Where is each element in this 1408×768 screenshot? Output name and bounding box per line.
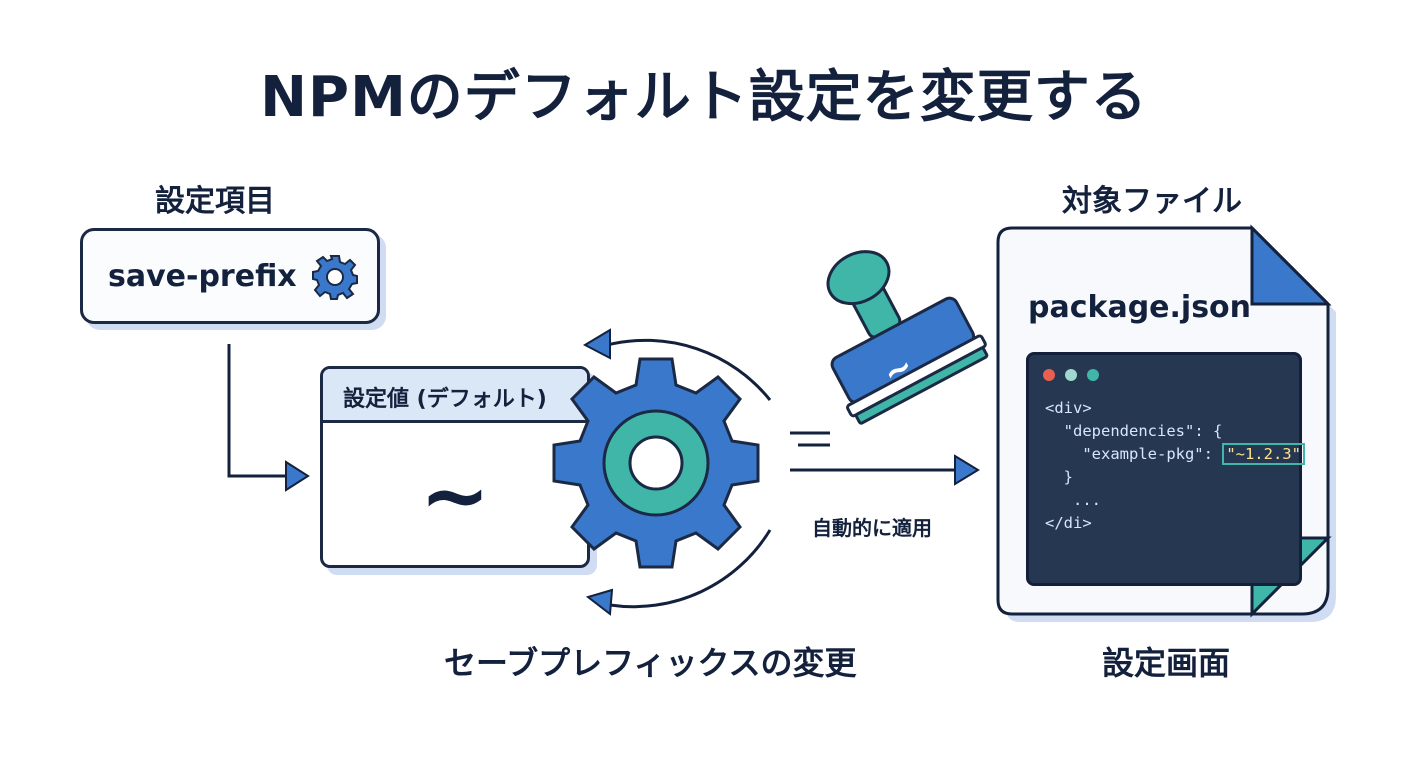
code-block: <div> "dependencies": { "example-pkg": "…	[1045, 397, 1305, 535]
code-line-2: "dependencies": {	[1063, 422, 1223, 440]
target-file-heading: 対象ファイル	[1062, 184, 1242, 219]
setting-value-heading: 設定値 (デフォルト)	[343, 387, 547, 412]
setting-item-name: save-prefix	[108, 259, 297, 294]
code-line-3-value: "~1.2.3"	[1222, 443, 1305, 465]
settings-screen-label: 設定画面	[1102, 644, 1231, 682]
code-line-4: }	[1063, 468, 1074, 486]
process-caption: セーブプレフィックスの変更	[444, 644, 857, 682]
setting-value-tilde: ~	[419, 446, 491, 544]
window-dot-red	[1043, 369, 1055, 381]
window-dot-teal	[1065, 369, 1077, 381]
setting-value-header	[323, 369, 587, 423]
code-line-5: ...	[1073, 491, 1101, 509]
setting-item-card: save-prefix	[80, 228, 380, 324]
apply-label: 自動的に適用	[812, 516, 932, 540]
gear-icon	[312, 255, 358, 300]
large-gear-icon	[552, 357, 760, 569]
window-dot-green	[1087, 369, 1099, 381]
code-line-6: </di>	[1045, 514, 1092, 532]
stamp-icon	[826, 250, 989, 425]
file-name: package.json	[1028, 290, 1252, 325]
code-line-1: <div>	[1045, 399, 1092, 417]
setting-value-card: 設定値 (デフォルト) ~	[320, 366, 590, 568]
page-title: NPMのデフォルト設定を変更する	[260, 65, 1148, 130]
code-editor: <div> "dependencies": { "example-pkg": "…	[1026, 352, 1305, 586]
code-line-3-key: "example-pkg":	[1082, 445, 1223, 463]
setting-item-heading: 設定項目	[155, 184, 275, 219]
